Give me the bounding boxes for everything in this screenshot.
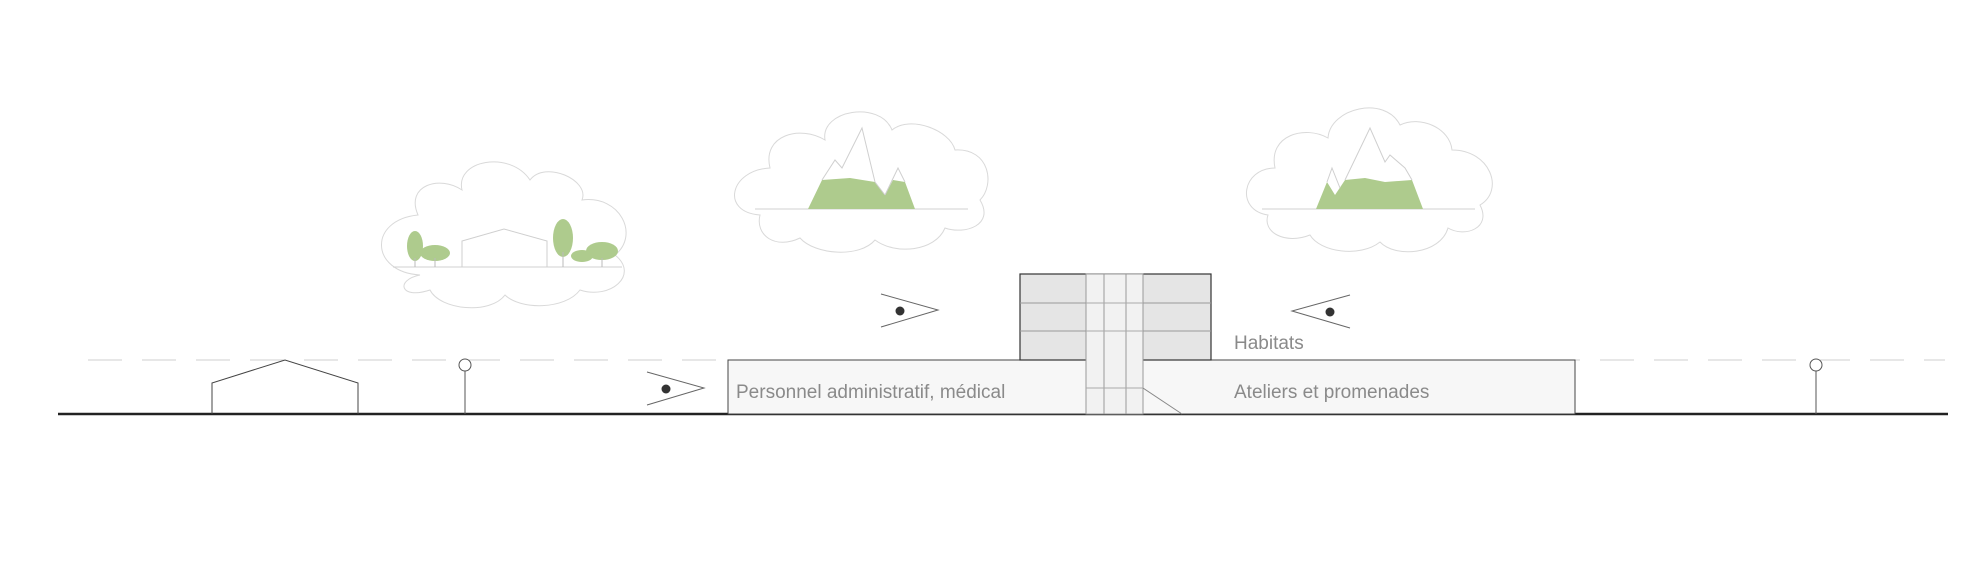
building: [727, 273, 1576, 415]
mountain-outline: [1326, 126, 1413, 189]
tree-icon: [420, 245, 450, 261]
ramp: [1142, 387, 1183, 415]
cloud-mountains-left: [734, 111, 989, 253]
cloud-mountains-right: [1245, 107, 1493, 253]
mountain-icon: [1316, 178, 1423, 209]
building-base: [727, 359, 1576, 415]
mountain-icon: [808, 178, 915, 209]
lamp-post-icon: [1809, 358, 1823, 414]
house-icon: [211, 359, 359, 414]
lamp-post-icon: [458, 358, 472, 414]
label-admin: Personnel administratif, médical: [736, 382, 1006, 403]
house-icon: [461, 228, 548, 267]
eye-icon: [880, 293, 940, 328]
tree-icon: [407, 231, 423, 261]
label-habitats: Habitats: [1234, 333, 1304, 354]
circulation-core: [1085, 273, 1144, 415]
label-ateliers: Ateliers et promenades: [1234, 382, 1430, 403]
cloud-icon: [381, 161, 627, 309]
eye-icon: [1290, 294, 1351, 329]
tree-icon: [586, 242, 618, 260]
mountain-outline: [821, 126, 906, 196]
tree-icon: [553, 219, 573, 257]
cloud-trees-house: [381, 161, 627, 309]
eye-icon: [646, 371, 706, 406]
